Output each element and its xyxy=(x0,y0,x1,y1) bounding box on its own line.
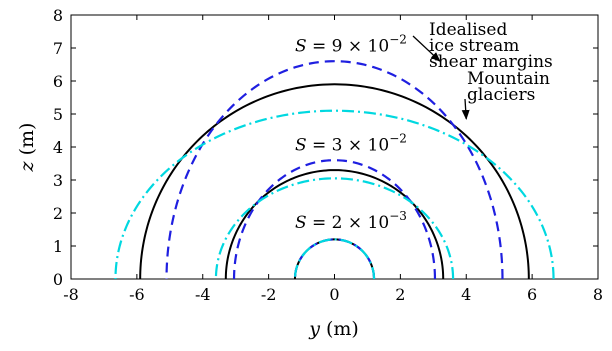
y-tick-label: 8 xyxy=(53,6,63,25)
y-tick-label: 4 xyxy=(53,138,63,157)
x-tick-label: 8 xyxy=(593,285,603,304)
x-tick-label: 0 xyxy=(329,285,339,304)
series-curve xyxy=(139,83,530,279)
y-tick-label: 7 xyxy=(53,39,63,58)
series-group-label: S = 9 × 10−2 xyxy=(295,32,407,56)
y-tick-label: 3 xyxy=(53,171,63,190)
x-tick-label: -6 xyxy=(129,285,145,304)
annotation-arrow xyxy=(461,98,470,120)
x-tick-label: 4 xyxy=(461,285,471,304)
y-tick-label: 2 xyxy=(53,204,63,223)
series-curve xyxy=(293,238,376,279)
x-tick-label: -2 xyxy=(261,285,277,304)
x-tick-label: 6 xyxy=(527,285,537,304)
series-curve xyxy=(214,177,455,279)
series-curve xyxy=(293,238,376,279)
y-tick-label: 6 xyxy=(53,72,63,91)
series-curve xyxy=(165,60,504,279)
series-group-label: S = 3 × 10−2 xyxy=(295,131,407,155)
x-tick-label: -8 xyxy=(63,285,79,304)
y-tick-label: 1 xyxy=(53,237,63,256)
series-curve xyxy=(114,109,555,279)
series-group-label: S = 2 × 10−3 xyxy=(295,209,407,233)
y-tick-label: 0 xyxy=(53,270,63,289)
annotation-arrow xyxy=(412,35,441,62)
x-tick-label: -4 xyxy=(195,285,211,304)
y-tick-label: 5 xyxy=(53,105,63,124)
series-curve xyxy=(224,169,445,279)
x-axis-label: y (m) xyxy=(308,318,359,340)
x-tick-label: 2 xyxy=(395,285,405,304)
y-axis-label: z (m) xyxy=(16,123,38,173)
series-curve xyxy=(293,238,376,279)
